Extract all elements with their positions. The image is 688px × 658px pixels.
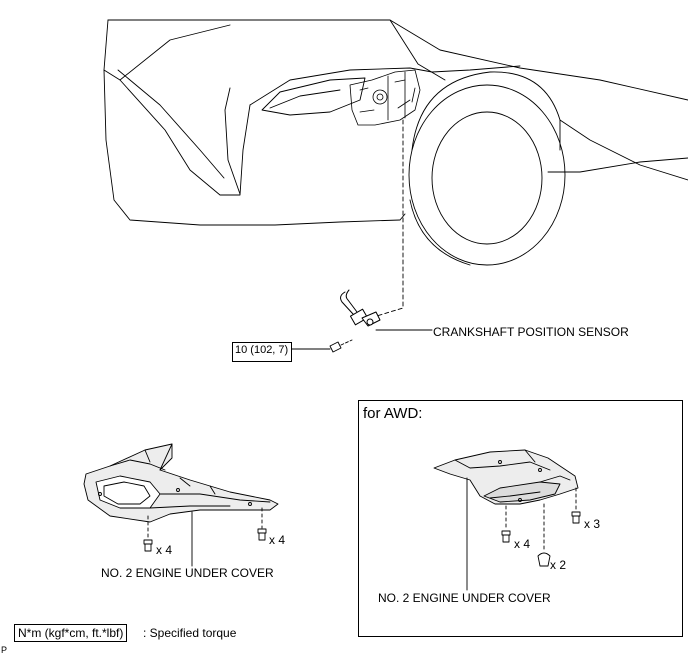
- crankshaft-sensor-shape: [340, 289, 381, 327]
- left-under-cover: [83, 443, 279, 523]
- car-body-outline: [103, 19, 688, 226]
- engine-sketch: [349, 69, 421, 126]
- bolt-shape-left-a: [143, 539, 153, 552]
- qty-right-b: x 3: [584, 517, 601, 531]
- qty-right-c: x 2: [550, 558, 567, 572]
- cover-label-left: NO. 2 ENGINE UNDER COVER: [101, 566, 274, 580]
- clip-shape-right: [537, 552, 551, 567]
- qty-right-a: x 4: [514, 537, 531, 551]
- right-under-cover: [433, 449, 579, 505]
- awd-title: for AWD:: [363, 405, 423, 422]
- front-wheel: [408, 71, 566, 266]
- bolt-shape-right-a: [501, 530, 511, 543]
- sensor-label: CRANKSHAFT POSITION SENSOR: [433, 325, 629, 339]
- torque-legend-box: N*m (kgf*cm, ft.*lbf): [14, 624, 128, 642]
- qty-left-a: x 4: [156, 543, 173, 557]
- sensor-location-leader: [369, 119, 404, 319]
- bolt-shape-left-b: [257, 528, 267, 541]
- bolt-shape-right-b: [571, 511, 581, 524]
- sensor-bolt: [329, 339, 353, 353]
- qty-left-b: x 4: [269, 533, 286, 547]
- torque-value-box: 10 (102, 7): [232, 342, 292, 362]
- page-mark: P: [1, 645, 8, 655]
- awd-variant-frame: [358, 400, 683, 637]
- cover-label-right: NO. 2 ENGINE UNDER COVER: [378, 591, 551, 605]
- torque-legend-text: : Specified torque: [143, 626, 237, 640]
